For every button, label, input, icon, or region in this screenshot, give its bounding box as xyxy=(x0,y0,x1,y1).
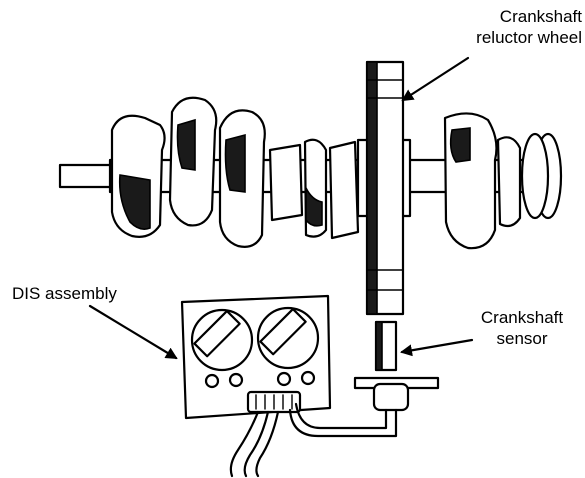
crankshaft-sensor-label: Crankshaft sensor xyxy=(462,307,582,349)
wiring-harness xyxy=(229,402,398,478)
reluctor-wheel-arrow xyxy=(401,56,470,102)
reluctor-wheel xyxy=(356,60,412,316)
crankshaft-sensor-label-line1: Crankshaft xyxy=(480,308,564,327)
reluctor-wheel-label-line2: reluctor wheel xyxy=(476,28,582,47)
crankshaft xyxy=(58,96,563,250)
crankshaft-throws xyxy=(110,96,563,250)
crankshaft-sensor xyxy=(353,320,440,412)
sensor-connector xyxy=(372,382,410,412)
crankshaft-sensor-arrow xyxy=(400,338,474,357)
dis-assembly-arrow xyxy=(88,304,178,360)
dis-assembly-label: DIS assembly xyxy=(12,284,117,303)
reluctor-wheel-label: Crankshaft reluctor wheel xyxy=(440,6,582,48)
crankshaft-sensor-label-line2: sensor xyxy=(496,329,548,348)
reluctor-wheel-label-line1: Crankshaft xyxy=(499,7,582,26)
dis-assembly-drawing xyxy=(180,294,332,420)
